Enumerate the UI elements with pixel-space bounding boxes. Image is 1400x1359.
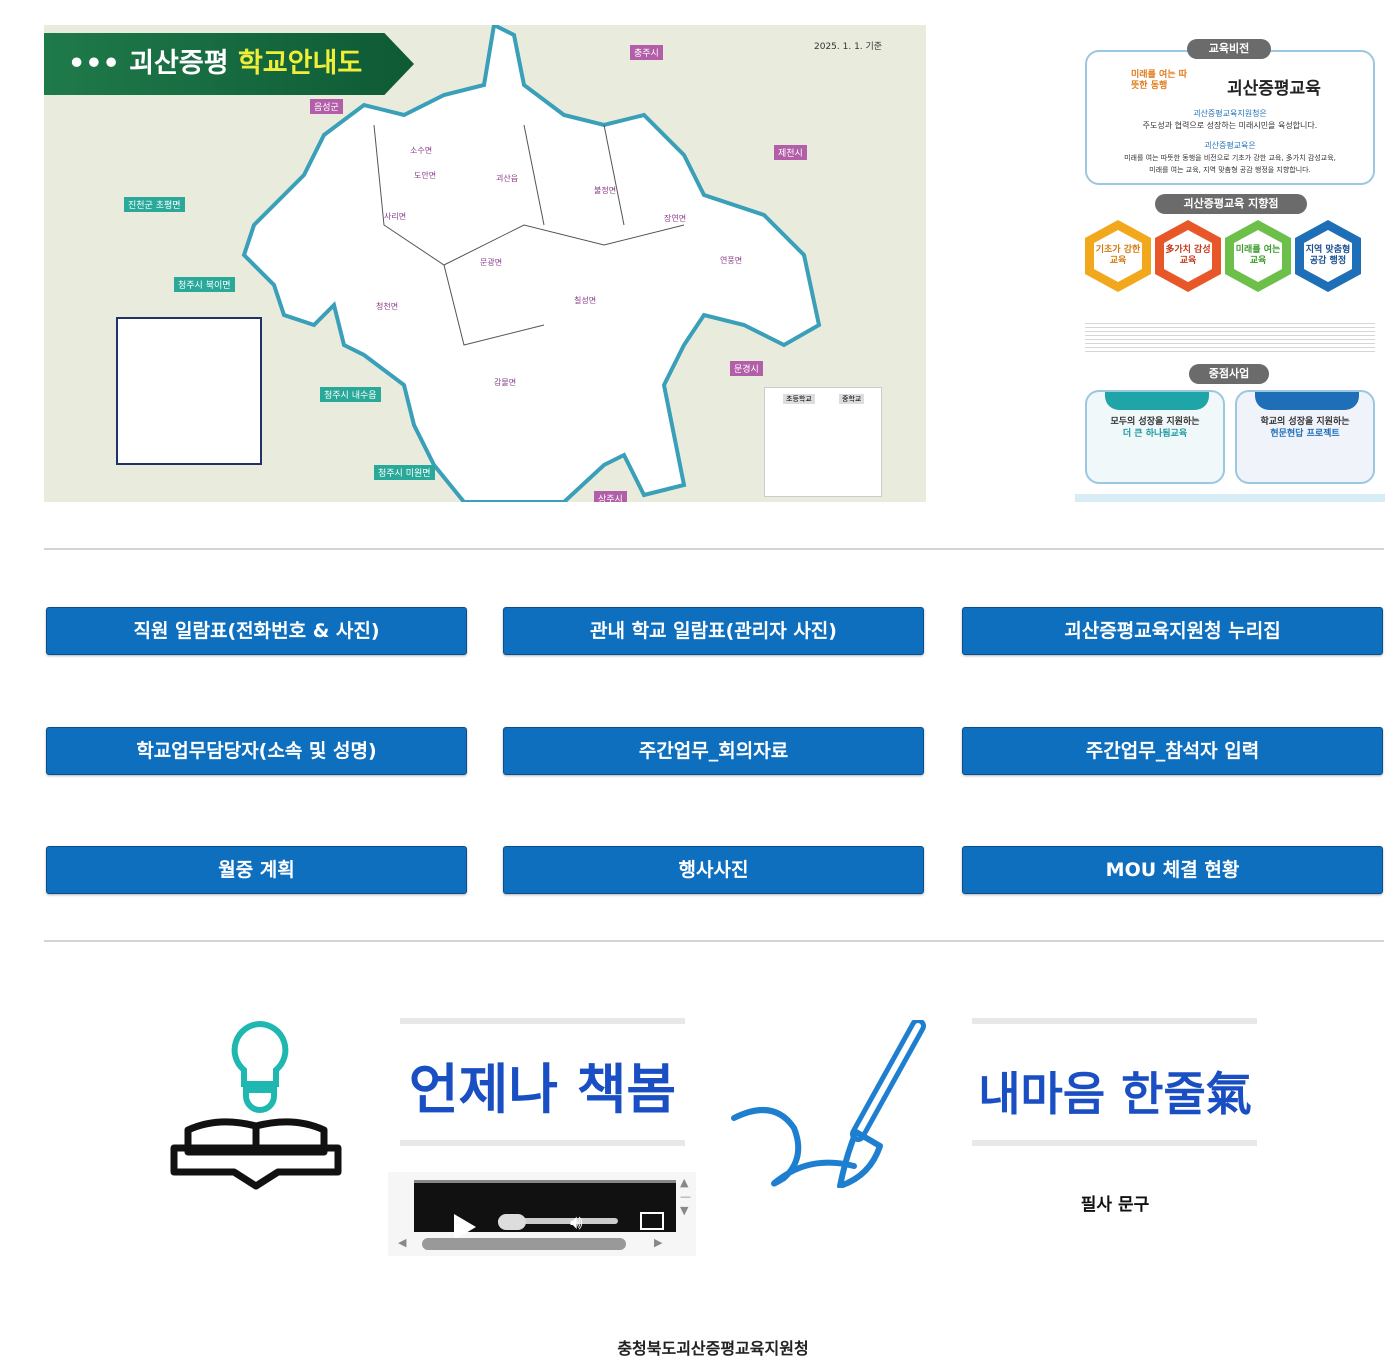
area-label: 도안면 [414, 171, 437, 180]
play-icon[interactable] [454, 1214, 476, 1240]
area-label: 연풍면 [720, 256, 743, 265]
region-label: 청주시 내수읍 [320, 387, 381, 402]
school-list-button[interactable]: 관내 학교 일람표(관리자 사진) [503, 607, 924, 655]
scroll-right-icon[interactable]: ▶ [654, 1236, 663, 1249]
book-lightbulb-icon[interactable] [168, 1018, 344, 1193]
volume-icon[interactable]: 🔊︎ [570, 1210, 583, 1234]
area-label: 괴산읍 [496, 174, 519, 183]
monthly-plan-button[interactable]: 월중 계획 [46, 846, 467, 894]
map-inset [116, 317, 262, 465]
region-label: 충주시 [630, 45, 663, 60]
focus-title: 모두의 성장을 지원하는 [1110, 417, 1200, 427]
vision-line: 미래를 여는 따뜻한 동행을 비전으로 기초가 강한 교육, 多가치 감성교육, [1124, 154, 1336, 162]
paintbrush-icon[interactable] [728, 1020, 928, 1188]
area-label: 청천면 [376, 302, 399, 311]
scroll-left-icon[interactable]: ◀ [398, 1236, 407, 1249]
slogan-small: 미래를 여는 따뜻한 동행 [1131, 70, 1187, 91]
direction-label: 괴산증평교육 지향점 [1155, 194, 1307, 214]
map-title: ••• 괴산증평 학교안내도 [44, 33, 414, 95]
vision-line-title: 괴산증평교육지원청은 [1193, 109, 1267, 118]
school-map-image[interactable]: ••• 괴산증평 학교안내도 2025. 1. 1. 기준 충주시 음성군 제천… [44, 25, 926, 502]
area-label: 소수면 [410, 146, 433, 155]
focus-title: 학교의 성장을 지원하는 [1260, 417, 1350, 427]
writing-title[interactable]: 내마음 한줄氣 [978, 1067, 1252, 1121]
seek-slider[interactable] [498, 1218, 618, 1224]
fullscreen-icon[interactable] [640, 1212, 664, 1230]
direction-hexes: 기초가 강한 교육 多가치 감성교육 미래를 여는 교육 지역 맞춤형 공감 행… [1085, 220, 1361, 292]
focus-subtitle: 현문현답 프로젝트 [1270, 429, 1340, 439]
hex-item: 미래를 여는 교육 [1225, 220, 1291, 292]
map-legend: 초등학교 중학교 [764, 387, 882, 497]
map-date: 2025. 1. 1. 기준 [814, 42, 883, 52]
legend-header: 초등학교 [783, 394, 815, 404]
horizontal-scrollbar[interactable] [422, 1238, 626, 1250]
region-label: 제천시 [774, 145, 807, 160]
direction-descriptions [1085, 320, 1375, 354]
event-photos-button[interactable]: 행사사진 [503, 846, 924, 894]
focus-card: 모두의 성장을 지원하는 더 큰 하나됨교육 [1085, 390, 1225, 484]
weekly-attendee-button[interactable]: 주간업무_참석자 입력 [962, 727, 1383, 775]
divider [972, 1140, 1257, 1146]
area-label: 장연면 [664, 214, 687, 223]
weekly-meeting-button[interactable]: 주간업무_회의자료 [503, 727, 924, 775]
staff-list-button[interactable]: 직원 일람표(전화번호 & 사진) [46, 607, 467, 655]
vision-line-title: 괴산증평교육은 [1204, 141, 1256, 150]
mou-status-button[interactable]: MOU 체결 현황 [962, 846, 1383, 894]
school-staff-button[interactable]: 학교업무담당자(소속 및 성명) [46, 727, 467, 775]
reading-title[interactable]: 언제나 책봄 [408, 1058, 677, 1121]
region-label: 청주시 미원면 [374, 465, 435, 480]
focus-subtitle: 더 큰 하나됨교육 [1122, 429, 1188, 439]
hex-item: 지역 맞춤형 공감 행정 [1295, 220, 1361, 292]
area-label: 사리면 [384, 212, 407, 221]
region-label: 음성군 [310, 99, 343, 114]
slogan: 괴산증평교육 [1227, 79, 1321, 99]
divider [44, 548, 1384, 550]
vertical-scroll-arrows[interactable]: ▲—▼ [680, 1176, 691, 1217]
vision-line: 미래를 여는 교육, 지역 맞춤형 공감 행정을 지향합니다. [1149, 166, 1311, 174]
region-label: 청주시 북이면 [174, 277, 235, 292]
area-label: 불정면 [594, 186, 617, 195]
divider [972, 1018, 1257, 1024]
legend-header: 중학교 [839, 394, 865, 404]
writing-caption[interactable]: 필사 문구 [1080, 1195, 1150, 1215]
audio-player[interactable]: 🔊︎ ▲—▼ ◀ ▶ [388, 1172, 696, 1256]
hex-item: 多가치 감성교육 [1155, 220, 1221, 292]
divider [400, 1018, 685, 1024]
divider [44, 940, 1384, 942]
area-label: 문광면 [480, 258, 503, 267]
area-label: 감물면 [494, 378, 517, 387]
map-outline [241, 25, 822, 502]
region-label: 문경시 [730, 361, 763, 376]
vision-box: 미래를 여는 따뜻한 동행 괴산증평교육 괴산증평교육지원청은 주도성과 협력으… [1085, 50, 1375, 185]
focus-label: 중점사업 [1189, 364, 1269, 384]
region-label: 진천군 초평면 [124, 197, 185, 212]
homepage-button[interactable]: 괴산증평교육지원청 누리집 [962, 607, 1383, 655]
hex-item: 기초가 강한 교육 [1085, 220, 1151, 292]
seek-handle[interactable] [498, 1214, 526, 1230]
divider [400, 1140, 685, 1146]
vision-label: 교육비전 [1187, 39, 1271, 59]
footer-org-name: 충청북도괴산증평교육지원청 [617, 1339, 809, 1358]
education-vision-poster[interactable]: 미래를 여는 따뜻한 동행 괴산증평교육 괴산증평교육지원청은 주도성과 협력으… [1075, 30, 1385, 502]
area-label: 칠성면 [574, 296, 597, 305]
focus-card: 학교의 성장을 지원하는 현문현답 프로젝트 [1235, 390, 1375, 484]
region-label: 상주시 [594, 491, 627, 502]
vision-line: 주도성과 협력으로 성장하는 미래시민을 육성합니다. [1142, 121, 1318, 130]
